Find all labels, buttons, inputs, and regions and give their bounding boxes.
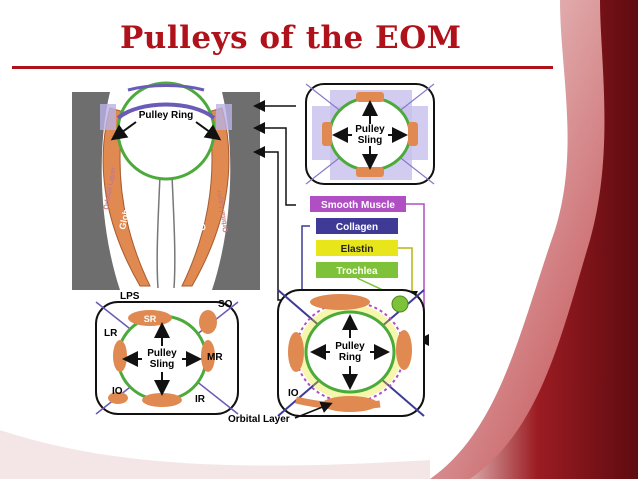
legend-smooth-muscle (310, 196, 406, 212)
muscle-right (181, 107, 230, 287)
top-sling-label-line1: Pulley (355, 124, 385, 135)
legend-collagen-label: Collagen (336, 222, 378, 233)
label-io-left: IO (112, 386, 123, 397)
muscle-left (102, 107, 151, 287)
legend-collagen (316, 218, 398, 234)
tissue-legend: Smooth Muscle Collagen Elastin Trochlea (296, 196, 429, 346)
legend-elastin-label: Elastin (341, 244, 374, 255)
eyeball (116, 81, 216, 181)
ring-arrow-right (195, 121, 222, 141)
label-io-right: IO (288, 388, 299, 399)
pulley-sling-cross-section-bottom: Pulley Sling LPS SO SR LR MR IO IR (95, 291, 239, 415)
label-lps: LPS (120, 291, 140, 302)
connector-arrow-2 (253, 122, 296, 206)
page-title: Pulleys of the EOM (120, 20, 462, 56)
orbital-layer-label: Orbital Layer (228, 414, 290, 425)
bottom-ring-label-line2: Ring (339, 352, 361, 363)
label-lr: LR (104, 328, 118, 339)
bottom-ring-label-line1: Pulley (335, 341, 365, 352)
orbital-wall-right (212, 92, 260, 290)
label-so: SO (218, 299, 233, 310)
label-sr: SR (144, 314, 157, 324)
optic-nerve (156, 175, 176, 289)
bottom-sling-label-line2: Sling (150, 359, 174, 370)
pulley-ring-label: Pulley Ring (139, 110, 193, 121)
pulley-ring-band (116, 102, 216, 120)
label-mr: MR (207, 352, 223, 363)
legend-trochlea-label: Trochlea (336, 266, 378, 277)
legend-trochlea (316, 262, 398, 278)
bottom-sling-label-line1: Pulley (147, 348, 177, 359)
label-ir: IR (195, 394, 206, 405)
legend-elastin (316, 240, 398, 256)
legend-smooth-muscle-label: Smooth Muscle (321, 200, 395, 211)
title-underline (12, 66, 553, 69)
pulley-ring-cross-section: Pulley Ring IO Orbital Layer (228, 289, 425, 425)
pulley-ring-eye-illustration: Pulley Ring Global Layer Global Layer Or… (72, 81, 260, 290)
top-sling-label-line2: Sling (358, 135, 382, 146)
orbital-wall-left (72, 92, 120, 290)
pulley-sling-cross-section-top: Pulley Sling (305, 83, 435, 185)
ring-arrow-left (110, 121, 137, 141)
